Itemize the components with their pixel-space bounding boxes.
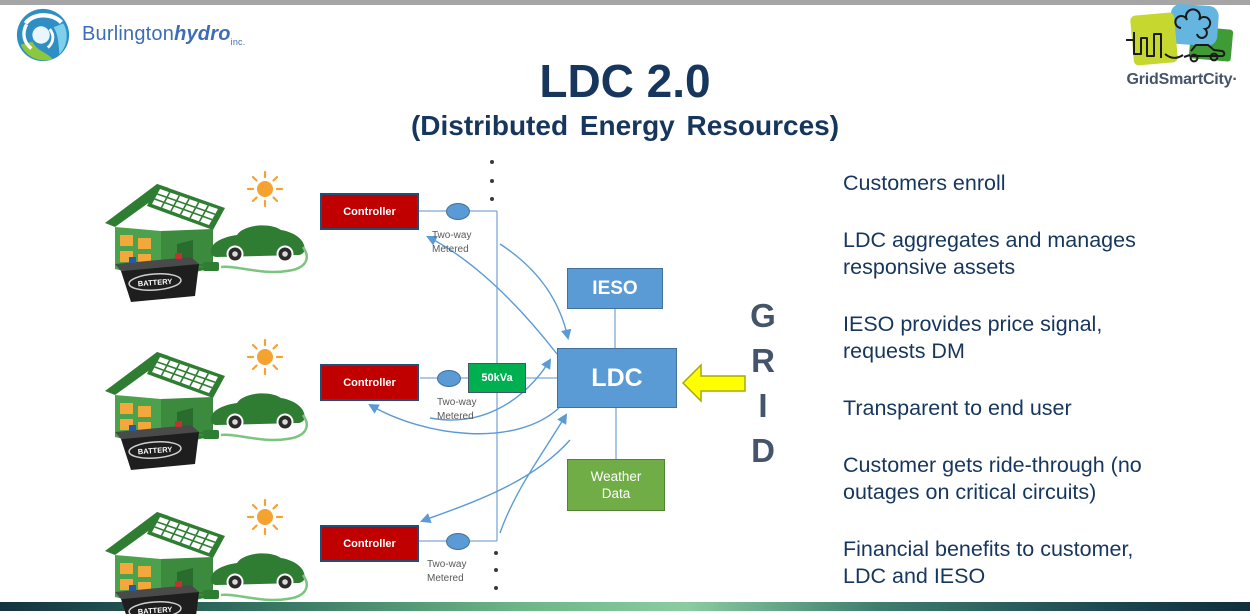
bullet-transparent: Transparent to end user bbox=[843, 396, 1072, 420]
gridsmartcity-wordmark: GridSmartCity· bbox=[1126, 71, 1238, 88]
burlington-hydro-wordmark: Burlingtonhydroinc. bbox=[82, 23, 245, 47]
grid-letter-g: G bbox=[750, 297, 776, 334]
meter-label-2: Two-way Metered bbox=[437, 397, 477, 422]
ellipsis-dots-top bbox=[490, 160, 494, 201]
ldc-node: LDC bbox=[557, 348, 677, 408]
customer-site-3 bbox=[103, 491, 308, 614]
meter-oval-1 bbox=[446, 203, 470, 220]
burlington-text: Burlington bbox=[82, 23, 175, 45]
bullet-ieso-price-signal: IESO provides price signal, requests DM bbox=[843, 312, 1103, 363]
arrow-ldc-to-controller2 bbox=[368, 403, 560, 435]
meter-oval-2 bbox=[437, 370, 461, 387]
page-title: LDC 2.0 bbox=[539, 55, 711, 107]
grid-input-arrow-icon bbox=[681, 363, 746, 403]
controller-node-1: Controller bbox=[320, 193, 419, 230]
meter-oval-3 bbox=[446, 533, 470, 550]
weather-data-node: Weather Data bbox=[567, 459, 665, 511]
grid-letter-i: I bbox=[758, 387, 768, 424]
bullet-financial-benefits: Financial benefits to customer, LDC and … bbox=[843, 537, 1134, 588]
arrow-bus-to-ldc-bottom bbox=[499, 413, 568, 534]
gridsmartcity-icon bbox=[1126, 4, 1234, 66]
hydro-text: hydro bbox=[174, 23, 231, 45]
grid-letter-r: R bbox=[751, 342, 775, 379]
signal-arrows bbox=[368, 236, 572, 534]
page-subtitle: (Distributed Energy Resources) bbox=[410, 110, 840, 141]
bullet-customers-enroll: Customers enroll bbox=[843, 171, 1006, 195]
gridsmartcity-logo: GridSmartCity· bbox=[1118, 2, 1246, 89]
meter-label-3: Two-way Metered bbox=[427, 559, 467, 584]
grid-letter-d: D bbox=[751, 432, 775, 469]
arrow-ldc-to-controller3 bbox=[420, 439, 571, 523]
customer-site-2 bbox=[103, 331, 308, 476]
controller-node-2: Controller bbox=[320, 364, 419, 401]
meter-label-1: Two-way Metered bbox=[432, 230, 472, 255]
controller-node-3: Controller bbox=[320, 525, 419, 562]
bullet-ride-through: Customer gets ride-through (no outages o… bbox=[843, 453, 1142, 504]
inc-text: inc. bbox=[230, 37, 246, 47]
burlington-hydro-logo: Burlingtonhydroinc. bbox=[14, 6, 245, 64]
footer-gradient-bar bbox=[0, 602, 1250, 611]
bullet-ldc-aggregates: LDC aggregates and manages responsive as… bbox=[843, 228, 1136, 279]
top-divider-bar bbox=[0, 0, 1250, 5]
bullet-list: Customers enroll LDC aggregates and mana… bbox=[843, 170, 1213, 614]
arrow-bus-to-ldc-top bbox=[499, 243, 572, 341]
grid-label: G R I D bbox=[745, 293, 781, 473]
arrow-ldc-to-controller1 bbox=[426, 236, 558, 355]
ieso-node: IESO bbox=[567, 268, 663, 309]
ellipsis-dots-bottom bbox=[494, 551, 498, 590]
transformer-50kva-node: 50kVa bbox=[468, 363, 526, 393]
arrow-meter2-to-ldc bbox=[429, 358, 552, 421]
customer-site-1 bbox=[103, 163, 308, 308]
burlington-hydro-globe-icon bbox=[16, 8, 70, 62]
